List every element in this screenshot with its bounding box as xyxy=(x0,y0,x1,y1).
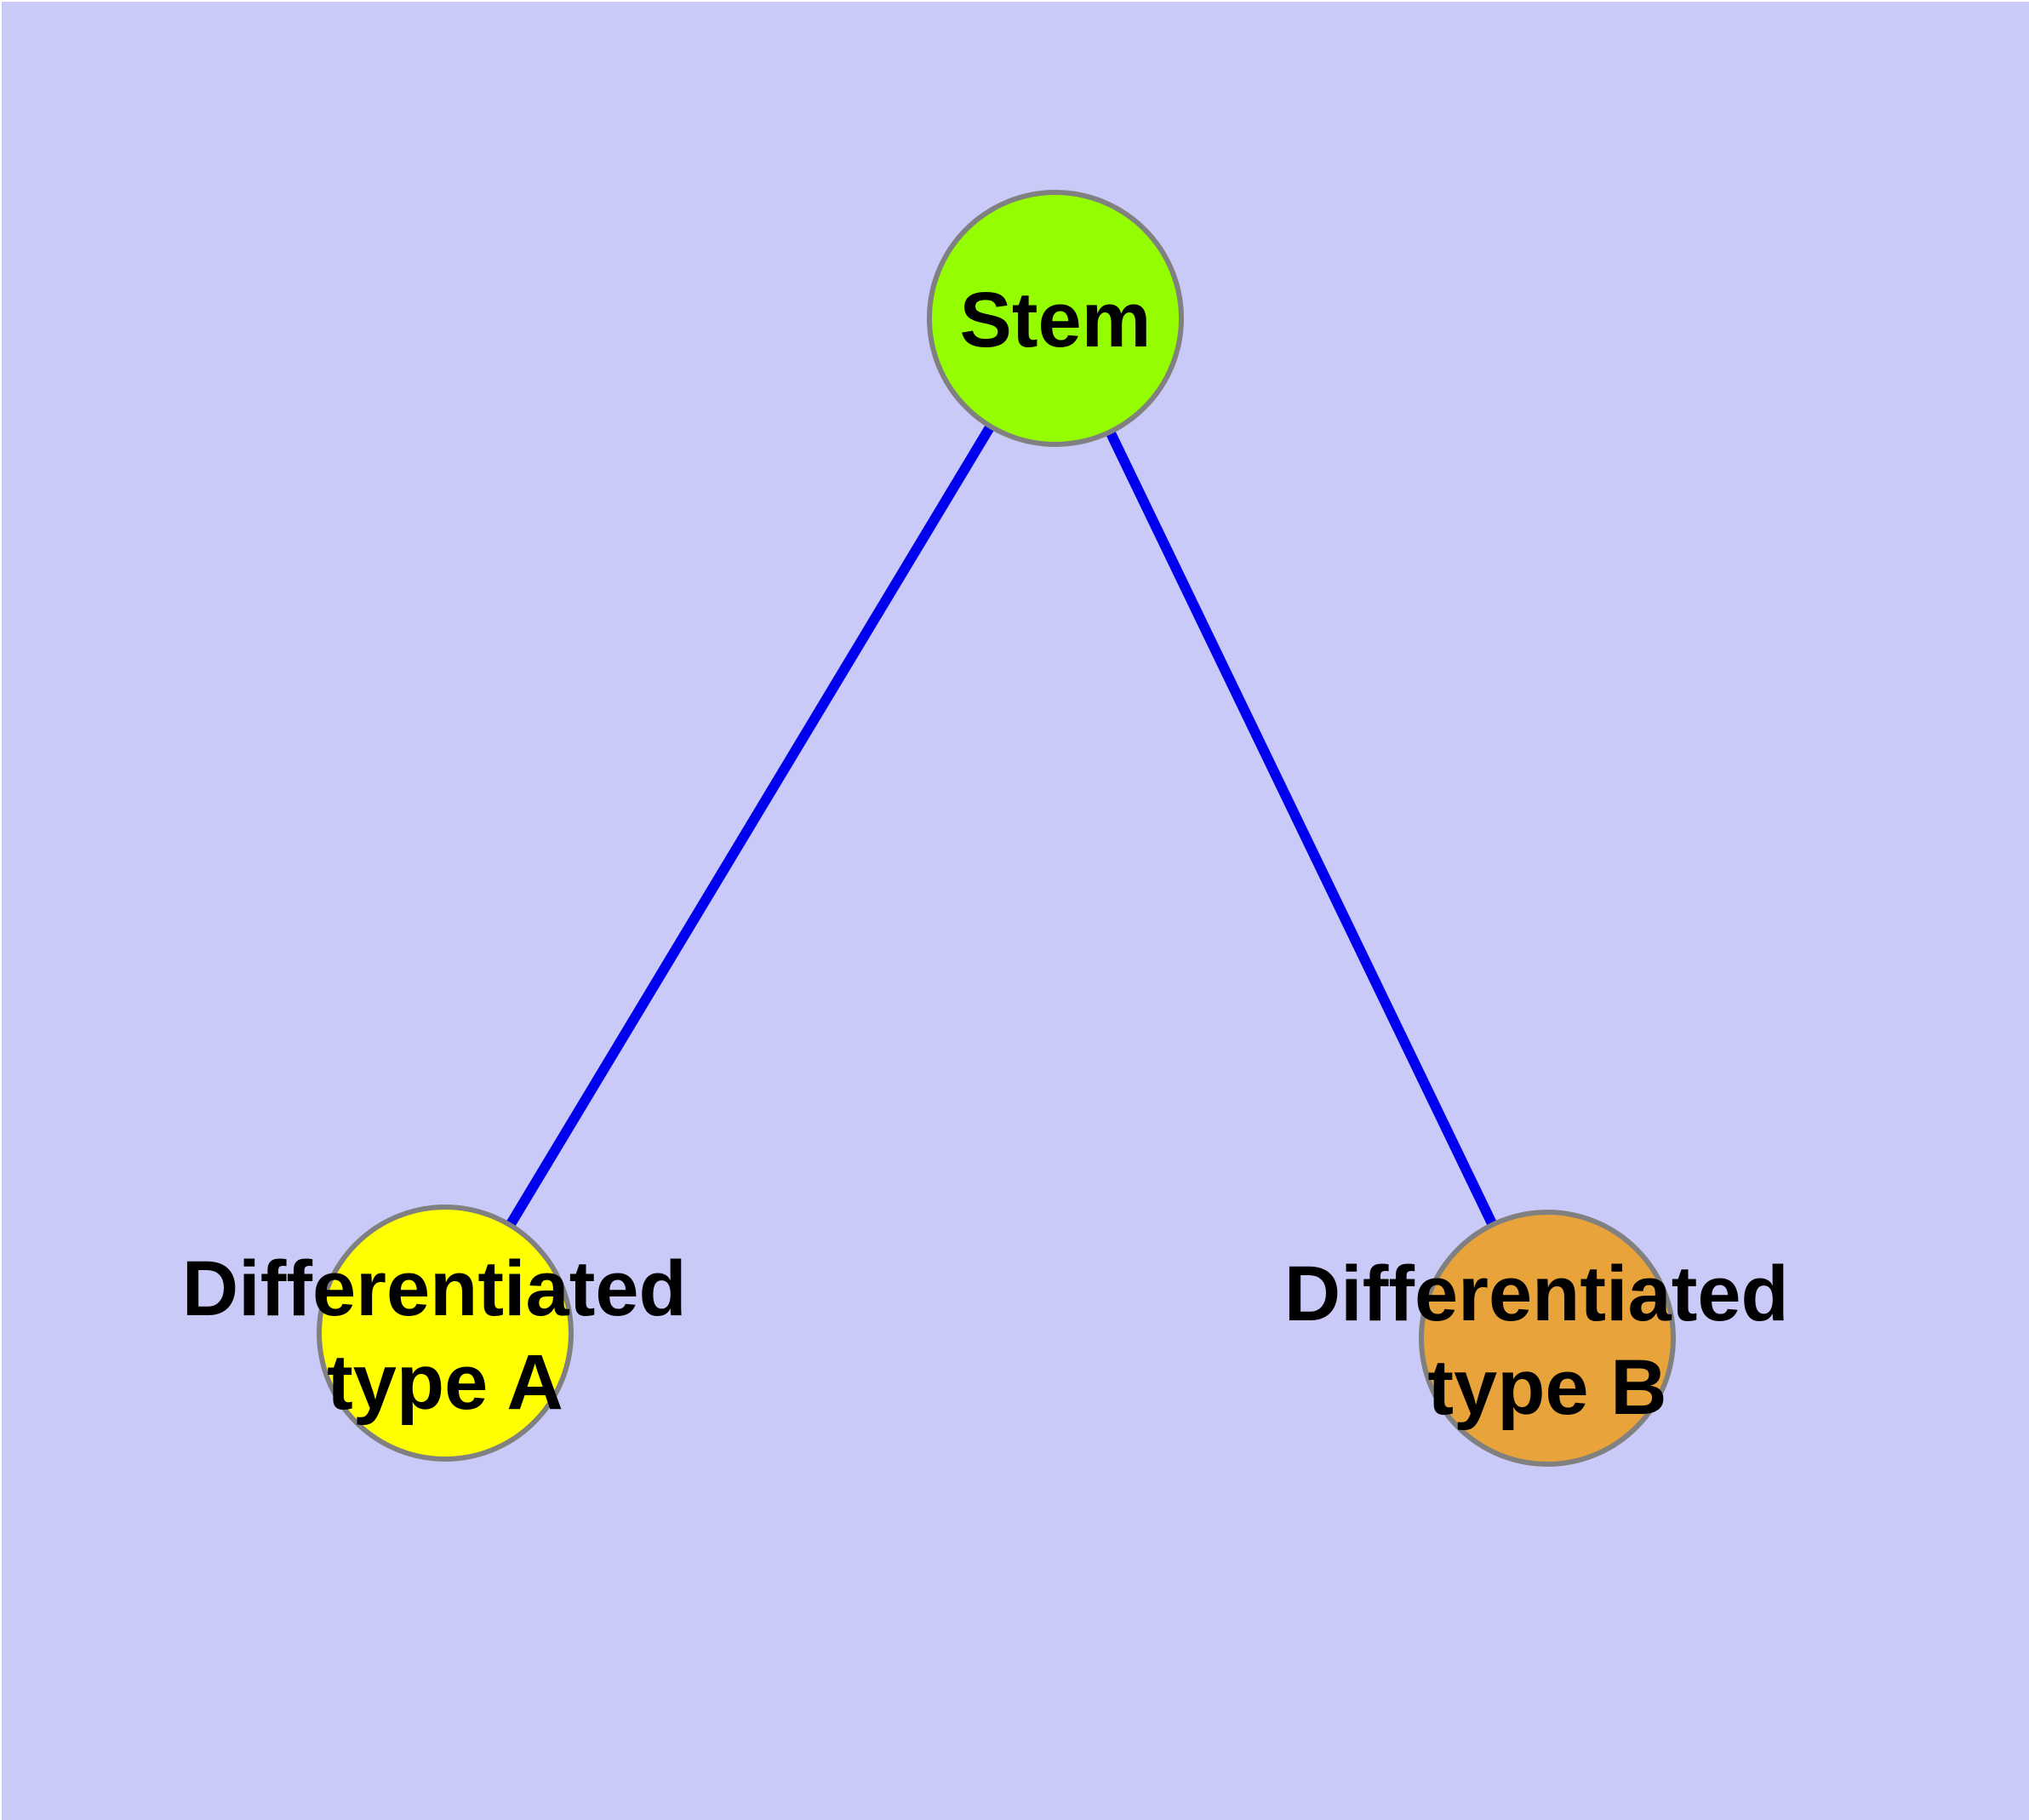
type-a-node-label-line2: type A xyxy=(327,1339,563,1426)
type-b-node-label-line1: Differentiated xyxy=(1284,1251,1789,1337)
stem-node-label: Stem xyxy=(960,277,1152,363)
type-a-node-label-line1: Differentiated xyxy=(182,1245,687,1332)
stem-node xyxy=(927,190,1184,447)
type-a-node-label: Differentiated type A xyxy=(182,1245,709,1426)
type-b-node-label: Differentiated type B xyxy=(1284,1251,1811,1431)
type-b-node-label-line2: type B xyxy=(1427,1344,1666,1431)
stem-node-label-line: Stem xyxy=(960,277,1152,363)
edge-stem-to-type-b xyxy=(1050,313,1552,1343)
type-a-node xyxy=(317,1205,574,1462)
type-b-node xyxy=(1419,1210,1676,1467)
edge-stem-to-type-a xyxy=(440,313,1060,1338)
